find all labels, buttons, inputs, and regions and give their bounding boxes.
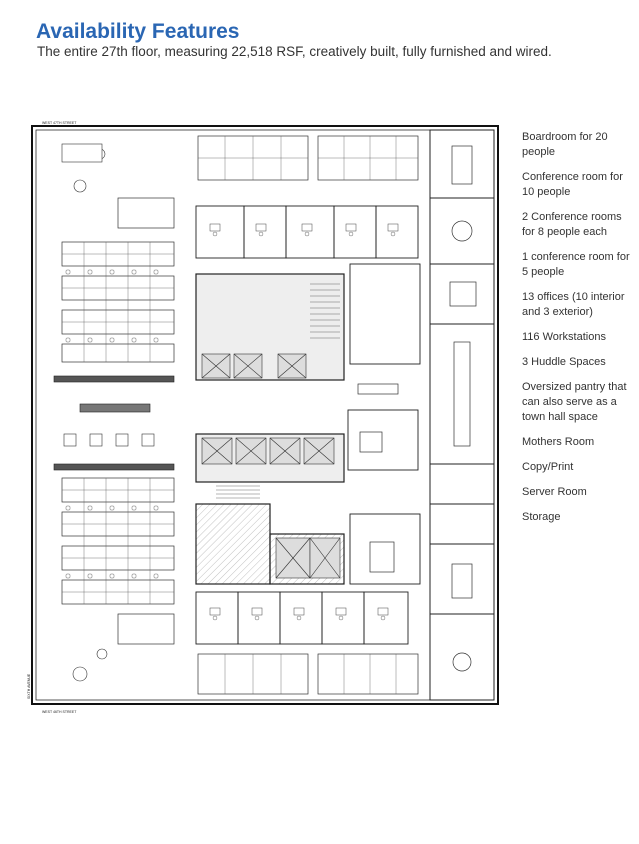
page-title: Availability Features [36, 20, 240, 43]
feature-item: 13 offices (10 interior and 3 exterior) [522, 291, 625, 318]
feature-item: 3 Huddle Spaces [522, 356, 606, 368]
street-label-side: SIXTH AVENUE [27, 673, 31, 699]
feature-item: 1 conference room for 5 people [522, 251, 630, 278]
street-label-bottom: WEST 46TH STREET [42, 710, 77, 714]
feature-item: Boardroom for 20 people [522, 131, 608, 158]
feature-item: Oversized pantry that can also serve as … [522, 381, 627, 423]
feature-item: Copy/Print [522, 461, 574, 473]
feature-item: Storage [522, 511, 561, 523]
page-subtitle: The entire 27th floor, measuring 22,518 … [37, 44, 552, 59]
feature-list: Boardroom for 20 people Conference room … [522, 130, 632, 535]
floor-plan: WEST 47TH STREET WEST 46TH STREET SIXTH … [27, 121, 499, 714]
feature-item: 2 Conference rooms for 8 people each [522, 211, 622, 238]
feature-item: 116 Workstations [522, 331, 606, 343]
street-label-top: WEST 47TH STREET [42, 121, 77, 125]
feature-item: Conference room for 10 people [522, 171, 623, 198]
feature-item: Server Room [522, 486, 587, 498]
feature-item: Mothers Room [522, 436, 595, 448]
